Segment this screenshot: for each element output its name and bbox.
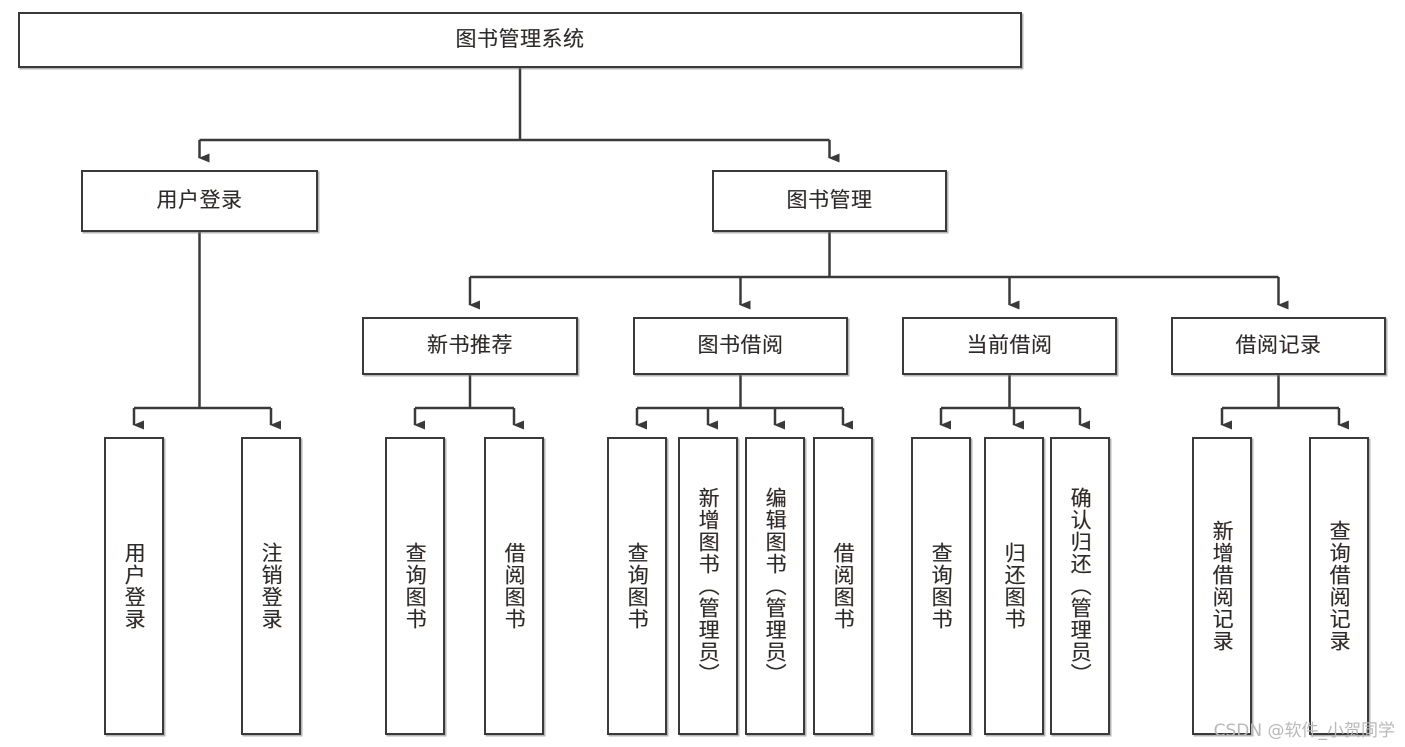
leaf-return-book-label: 归还图书 (1002, 542, 1027, 630)
leaf-add-borrow-record-label: 新增借阅记录 (1210, 520, 1235, 652)
leaf-query-book-recommend[interactable]: 查询图书 (385, 437, 445, 735)
leaf-confirm-return-admin-label: 确认归还（管理员） (1068, 487, 1093, 685)
leaf-borrow-book-recommend-label: 借阅图书 (502, 542, 527, 630)
leaf-query-book-current-label: 查询图书 (929, 542, 954, 630)
leaf-query-borrow-record[interactable]: 查询借阅记录 (1309, 437, 1369, 735)
leaf-borrow-book-label: 借阅图书 (831, 542, 856, 630)
node-current-borrow[interactable]: 当前借阅 (902, 317, 1117, 375)
node-book-borrow[interactable]: 图书借阅 (633, 317, 848, 375)
leaf-edit-book-admin-label: 编辑图书（管理员） (763, 487, 788, 685)
node-current-borrow-label: 当前借阅 (966, 333, 1053, 358)
node-new-book-recommend-label: 新书推荐 (427, 333, 513, 358)
leaf-confirm-return-admin[interactable]: 确认归还（管理员） (1050, 437, 1110, 735)
node-new-book-recommend[interactable]: 新书推荐 (362, 317, 578, 375)
leaf-query-book-current[interactable]: 查询图书 (911, 437, 971, 735)
node-root[interactable]: 图书管理系统 (18, 12, 1022, 68)
leaf-return-book[interactable]: 归还图书 (984, 437, 1044, 735)
leaf-query-book-borrow[interactable]: 查询图书 (607, 437, 667, 735)
leaf-user-login[interactable]: 用户登录 (104, 437, 164, 735)
node-user-login[interactable]: 用户登录 (81, 170, 318, 232)
leaf-query-borrow-record-label: 查询借阅记录 (1327, 520, 1352, 652)
node-root-label: 图书管理系统 (455, 27, 585, 52)
leaf-add-book-admin[interactable]: 新增图书（管理员） (678, 437, 738, 735)
leaf-add-book-admin-label: 新增图书（管理员） (696, 487, 721, 685)
leaf-logout-label: 注销登录 (259, 542, 284, 630)
leaf-query-book-recommend-label: 查询图书 (403, 542, 428, 630)
leaf-edit-book-admin[interactable]: 编辑图书（管理员） (745, 437, 805, 735)
leaf-add-borrow-record[interactable]: 新增借阅记录 (1192, 437, 1252, 735)
leaf-borrow-book[interactable]: 借阅图书 (813, 437, 873, 735)
leaf-query-book-borrow-label: 查询图书 (625, 542, 650, 630)
leaf-logout[interactable]: 注销登录 (241, 437, 301, 735)
leaf-borrow-book-recommend[interactable]: 借阅图书 (484, 437, 544, 735)
node-borrow-record-label: 借阅记录 (1235, 333, 1322, 358)
leaf-user-login-label: 用户登录 (122, 542, 147, 630)
node-user-login-label: 用户登录 (156, 188, 243, 213)
node-borrow-record[interactable]: 借阅记录 (1171, 317, 1386, 375)
node-book-borrow-label: 图书借阅 (697, 333, 784, 358)
node-book-management[interactable]: 图书管理 (712, 170, 947, 232)
node-book-management-label: 图书管理 (786, 188, 873, 213)
